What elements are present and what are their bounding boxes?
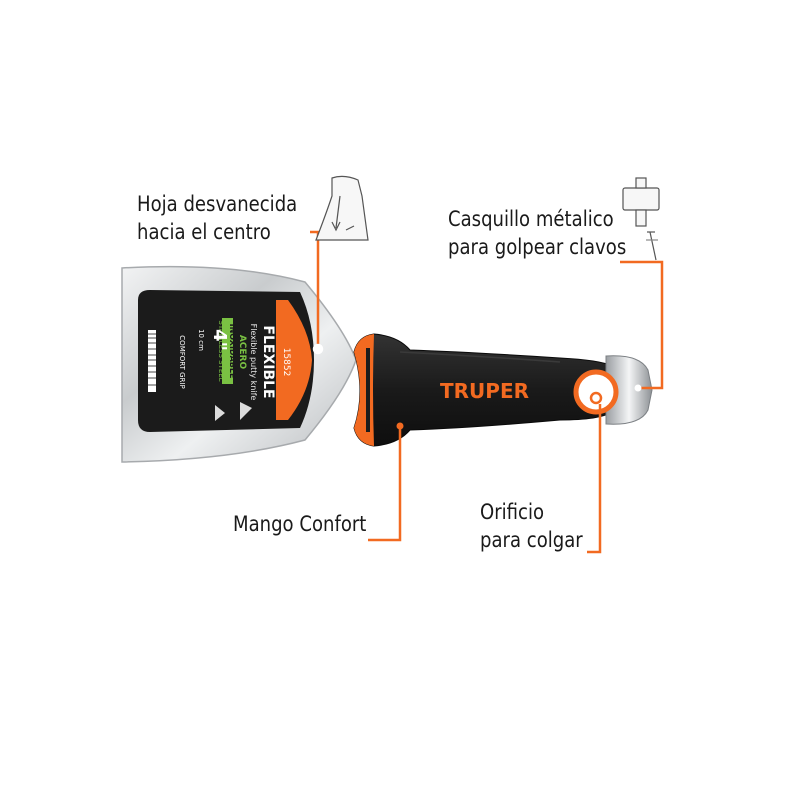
cap-leader-dot: [634, 384, 642, 392]
blade-label: 15852 FLEXIBLE Flexible putty knife ACER…: [138, 290, 314, 432]
label-subtitle: Flexible putty knife: [249, 324, 258, 401]
callout-blade-line2: hacia el centro: [137, 220, 271, 244]
callout-handle: Mango Confort: [233, 510, 366, 538]
label-size: 4": [209, 329, 230, 351]
label-title: FLEXIBLE: [260, 325, 276, 398]
label-material2: INOXIDABLE: [228, 324, 237, 379]
brand-logo: TRUPER: [440, 379, 529, 403]
callout-handle-line1: Mango Confort: [233, 512, 367, 536]
callout-cap-line2: para golpear clavos: [448, 235, 627, 259]
label-material1: ACERO: [237, 335, 247, 370]
label-grip: COMFORT GRIP: [178, 335, 186, 388]
label-model: 15852: [281, 348, 291, 377]
handle-leader: [368, 426, 402, 542]
callout-hole-line2: para colgar: [480, 528, 583, 552]
cap-leader: [620, 260, 664, 390]
blade-leader: [310, 230, 320, 345]
callout-cap-line1: Casquillo métalico: [448, 207, 614, 231]
callout-hole-line1: Orificio: [480, 500, 545, 524]
blade-leader-dot: [314, 345, 322, 353]
callout-blade-line1: Hoja desvanecida: [137, 192, 298, 216]
metal-cap: [605, 355, 653, 425]
hammer-nail-icon: [622, 177, 660, 261]
callout-blade: Hoja desvanecida hacia el centro: [137, 190, 297, 246]
blade-taper-icon: [315, 175, 369, 241]
hole-leader-dot: [589, 391, 603, 405]
callout-hole: Orificio para colgar: [480, 498, 583, 554]
label-size-cm: 10 cm: [197, 329, 205, 351]
handle-guard: [354, 334, 374, 446]
hole-leader: [587, 404, 602, 554]
handle-leader-dot: [396, 422, 404, 430]
label-material3: STAINLESS STEEL: [217, 320, 225, 381]
callout-cap: Casquillo métalico para golpear clavos: [448, 205, 626, 261]
